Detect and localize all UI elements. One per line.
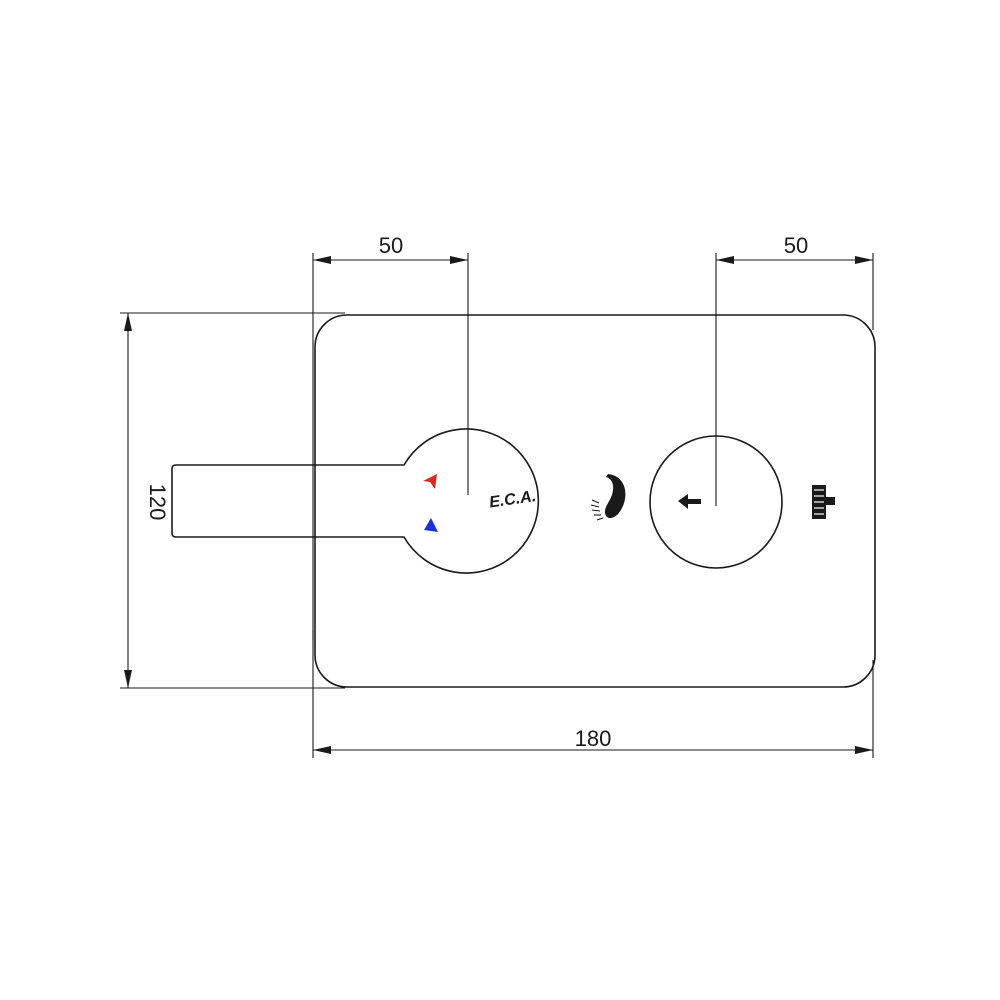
- red-triangle-icon: [423, 474, 437, 489]
- brand-logo: E.C.A.: [488, 488, 537, 511]
- blue-triangle-icon: [424, 518, 438, 532]
- cover-plate-outline: [314, 314, 876, 688]
- dimension-label-width: 180: [575, 726, 612, 751]
- mixer-lever-outline: [171, 428, 540, 574]
- dimension-top-right: 50: [715, 233, 874, 506]
- dimension-height: 120: [120, 312, 345, 689]
- dimension-label-height: 120: [145, 484, 170, 521]
- dimension-label-top-left: 50: [379, 233, 403, 258]
- left-arrow-icon: [678, 494, 701, 509]
- dimension-label-top-right: 50: [784, 233, 808, 258]
- hand-shower-icon: [590, 474, 626, 521]
- overhead-shower-icon: [812, 485, 835, 519]
- dimension-width: 180: [312, 630, 874, 758]
- dimension-top-left: 50: [312, 233, 469, 640]
